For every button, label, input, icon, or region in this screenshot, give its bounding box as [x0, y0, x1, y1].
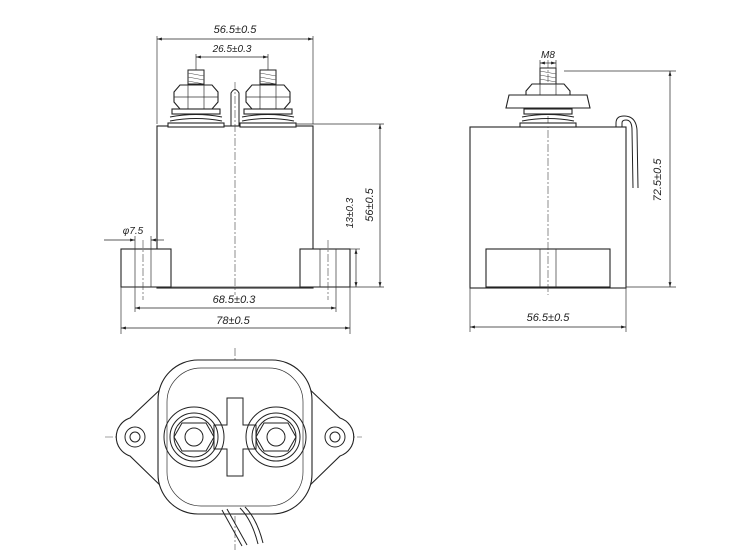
top-body-outer: [157, 359, 313, 515]
top-view: [105, 348, 362, 550]
top-body-inner: [166, 367, 304, 507]
hole-dia-dim: φ7.5: [123, 226, 144, 237]
front-width-dim: 56.5±0.5: [214, 24, 258, 36]
hole-pitch-dim: 68.5±0.3: [213, 294, 257, 306]
left-terminal-icon: [167, 69, 225, 128]
top-coil-wires: [221, 506, 264, 547]
flange-height-dim: 13±0.3: [345, 197, 356, 228]
terminal-pitch-dim: 26.5±0.3: [212, 44, 252, 55]
front-flange: [120, 248, 351, 288]
thread-dim: M8: [541, 50, 555, 61]
front-body: [156, 125, 314, 289]
top-terminal-left-icon: [163, 406, 225, 468]
body-height-dim: 56±0.5: [364, 187, 376, 221]
front-view: 56.5±0.5 26.5±0.3 φ7.5 13±0.3 56±0.5 68.…: [104, 24, 384, 334]
mount-hole-left-icon: [124, 426, 146, 448]
center-divider: [213, 397, 257, 477]
total-height-dim: 72.5±0.5: [652, 158, 664, 202]
right-terminal-icon: [239, 69, 297, 128]
top-terminal-right-icon: [245, 406, 307, 468]
side-view: M8 72.5±0.5 56.5±0.5: [469, 50, 676, 332]
side-coil-wire: [615, 115, 639, 189]
mount-hole-right-icon: [324, 426, 346, 448]
side-terminal-icon: [505, 67, 591, 128]
coil-lead: [230, 89, 240, 126]
overall-width-dim: 78±0.5: [216, 315, 250, 327]
side-width-dim: 56.5±0.5: [527, 312, 571, 324]
